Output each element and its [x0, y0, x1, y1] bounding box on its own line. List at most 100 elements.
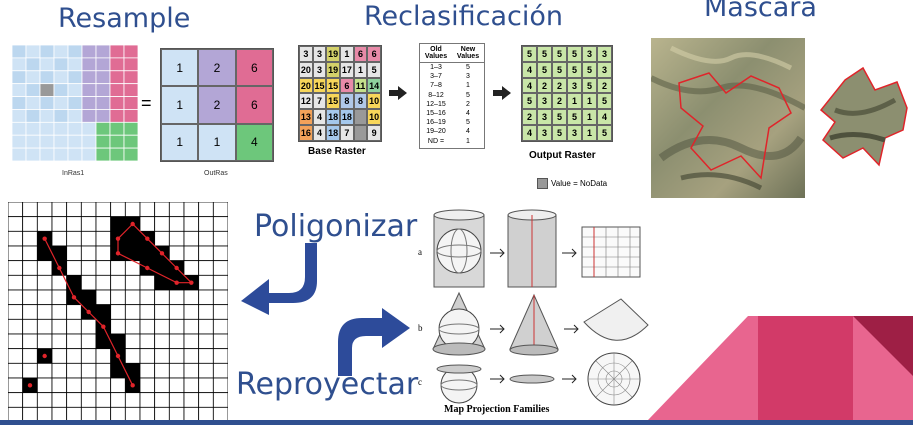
polygon-outline [117, 223, 193, 284]
polygonize-cell [154, 202, 170, 218]
inras-cell [109, 109, 125, 123]
outras-cell: 1 [161, 123, 199, 161]
inras-cell [53, 96, 69, 110]
polygonize-cell [36, 377, 53, 394]
output-raster-cell: 1 [582, 109, 597, 126]
polygonize-cell [139, 392, 156, 408]
polygonize-cell [8, 377, 24, 394]
satellite-image [651, 38, 805, 198]
table-row: ND =1 [420, 137, 484, 146]
reclass-title: Reclasificación [364, 1, 563, 32]
reproject-label: Reproyectar [236, 367, 419, 402]
polygonize-cell [183, 289, 200, 306]
output-raster-cell: 5 [552, 61, 567, 78]
polygonize-cell [110, 392, 126, 408]
table-header-new: New Values [456, 46, 480, 60]
output-raster-cell: 5 [552, 46, 567, 62]
polygonize-cell [8, 216, 24, 232]
inras-cell [81, 147, 97, 161]
arrow-icon [493, 86, 511, 100]
polygonize-cell [22, 289, 38, 306]
polygonize-cell [110, 318, 126, 335]
vertex-point [174, 280, 179, 285]
table-cell: 4 [466, 109, 470, 117]
inras-cell [67, 121, 83, 136]
outras-cell: 4 [235, 123, 273, 161]
polygonize-cell [212, 333, 228, 350]
inras-cell [39, 109, 55, 123]
base-raster-cell: 18 [326, 125, 340, 141]
polygonize-cell [183, 230, 200, 247]
inras-cell [67, 147, 83, 161]
inras-cell [81, 109, 97, 123]
polygonize-cell [80, 202, 97, 218]
polygonize-cell [139, 318, 156, 335]
polygonize-cell [80, 318, 97, 335]
base-raster-cell: 6 [367, 46, 381, 62]
outras-cell: 1 [161, 86, 199, 124]
polygonize-cell [124, 274, 141, 291]
inras-cell [67, 45, 83, 59]
vertex-point [130, 221, 135, 227]
polygonize-cell [183, 260, 200, 276]
polygonize-cell [95, 230, 112, 247]
inras-cell [53, 134, 69, 149]
polygonize-cell [212, 377, 228, 394]
polygonize-cell [8, 304, 24, 320]
output-raster-cell: 4 [597, 109, 612, 126]
polygonize-cell [154, 333, 170, 350]
polygonize-cell [80, 333, 97, 350]
polygonize-cell [212, 392, 228, 408]
vertex-point [57, 265, 62, 271]
polygonize-cell [80, 348, 97, 364]
projection-row-label: a [418, 247, 422, 257]
inras-cell [109, 57, 125, 72]
base-raster-cell: 3 [312, 46, 327, 62]
inras-cell [81, 83, 97, 97]
output-raster-cell: 5 [582, 61, 597, 78]
base-raster-cell: 16 [299, 125, 313, 141]
polygonize-cell [124, 230, 141, 247]
polygonize-cell [66, 260, 82, 276]
base-raster-cell: 1 [340, 46, 354, 62]
polygonize-cell [139, 245, 156, 262]
polygonize-cell [36, 362, 53, 379]
polygonize-cell [139, 202, 156, 218]
polygonize-cell [168, 362, 185, 379]
inras-cell [25, 57, 41, 72]
vertex-point [189, 280, 194, 285]
polygonize-cell [183, 333, 200, 350]
outras-cell: 2 [198, 86, 236, 124]
output-raster-cell: 5 [597, 93, 612, 110]
inras-cell [53, 147, 69, 161]
polygonize-cell [168, 230, 185, 247]
polygonize-cell [36, 274, 53, 291]
polygonize-cell [36, 304, 53, 320]
polygonize-cell [95, 216, 112, 232]
inras-cell [39, 45, 55, 59]
polygonize-cell [168, 333, 185, 350]
polygonize-cell [80, 392, 97, 408]
inras-cell [12, 45, 27, 59]
table-cell: 4 [466, 128, 470, 136]
polygonize-cell [139, 289, 156, 306]
inras-cell [12, 147, 27, 161]
polygonize-arrow-icon [241, 243, 317, 315]
inras-cell [109, 83, 125, 97]
table-cell: 15–16 [426, 109, 446, 117]
polygonize-cell [124, 392, 141, 408]
polygonize-cell [139, 377, 156, 394]
masked-raster [819, 66, 908, 167]
polygonize-cell [51, 202, 68, 218]
inras-cell [95, 96, 111, 110]
polygonize-cell [212, 274, 228, 291]
polygonize-cell [8, 274, 24, 291]
inras-cell [95, 109, 111, 123]
projection-families-diagram: a b c Map Projection Families [418, 209, 649, 415]
polygonize-cell [139, 274, 156, 291]
polygonize-cell [22, 245, 38, 262]
